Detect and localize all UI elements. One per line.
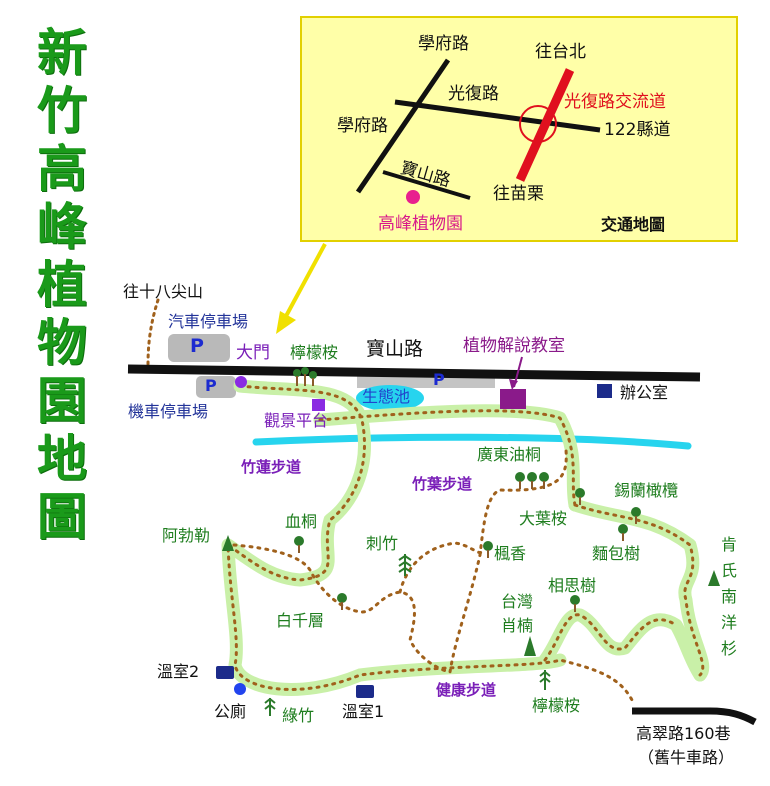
- viewing-platform-marker: [312, 399, 325, 411]
- title-char: 植: [37, 256, 87, 314]
- title-char: 高: [37, 140, 87, 198]
- inset-pointer-arrow: [276, 243, 327, 334]
- label-cajeput: 白千層: [276, 611, 325, 630]
- label-viewing-platform: 觀景平台: [264, 411, 329, 430]
- label-office: 辦公室: [620, 383, 669, 402]
- label-main-gate: 大門: [236, 343, 270, 363]
- title-char: 地: [37, 430, 87, 488]
- title-char: 圖: [37, 488, 87, 546]
- path-to-18-peaks: [146, 298, 160, 367]
- car-parking-symbol: P: [190, 335, 204, 357]
- stream: [252, 433, 692, 450]
- label-to-18-peaks: 往十八尖山: [123, 282, 204, 301]
- restroom-marker: [234, 683, 246, 695]
- trails: [221, 379, 710, 702]
- garden-location-marker: [406, 190, 420, 204]
- inset-label-to-taipei: 往台北: [535, 42, 586, 62]
- inset-label-xuefu-left: 學府路: [337, 116, 388, 136]
- greenhouse1-marker: [356, 685, 374, 698]
- label-lotus-trail: 竹蓮步道: [241, 458, 302, 476]
- label-scooter-parking: 機車停車場: [128, 402, 209, 421]
- label-greenhouse-2: 溫室2: [157, 662, 200, 681]
- inset-roads: [355, 58, 601, 204]
- title-char: 峰: [37, 198, 87, 256]
- inset-label-to-miaoli: 往苗栗: [493, 184, 544, 204]
- label-olive: 錫蘭橄欖: [614, 481, 679, 500]
- label-old-ox-cart-road: （舊牛車路）: [638, 748, 735, 767]
- baoshan-main-road: [127, 364, 701, 382]
- inset-label-interchange: 光復路交流道: [564, 92, 666, 112]
- label-lemon-eucalyptus-top: 檸檬桉: [290, 343, 339, 362]
- inset-label-xuefu-top: 學府路: [418, 34, 469, 54]
- title-char: 新: [37, 24, 87, 82]
- acacia-trail: [543, 613, 678, 662]
- label-acacia: 相思樹: [548, 576, 597, 595]
- label-green-bamboo: 綠竹: [282, 706, 315, 725]
- inset-label-garden: 高峰植物園: [378, 214, 463, 234]
- label-baoshan-road: 寶山路: [366, 338, 424, 360]
- office-marker: [597, 384, 612, 398]
- label-lemon-eucalyptus-bottom: 檸檬桉: [532, 696, 581, 715]
- label-blood-tung: 血桐: [285, 512, 318, 531]
- upper-trail: [318, 409, 577, 507]
- interpretation-room-marker: [500, 389, 526, 409]
- title-char: 物: [37, 314, 87, 372]
- label-tung-tree: 廣東油桐: [477, 445, 542, 464]
- inset-label-122-road: 122縣道: [604, 120, 671, 140]
- label-thorn-bamboo: 刺竹: [366, 534, 399, 553]
- gaocui-lane-road: [632, 707, 757, 726]
- car-parking-area: [168, 334, 230, 362]
- label-breadfruit: 麵包樹: [592, 544, 641, 563]
- title-char: 竹: [37, 82, 87, 140]
- label-pond: 生態池: [362, 387, 411, 406]
- scooter-parking-symbol: P: [205, 376, 217, 395]
- greenhouse2-marker: [216, 666, 234, 679]
- label-greenhouse-1: 溫室1: [342, 702, 385, 721]
- inset-caption: 交通地圖: [601, 215, 666, 234]
- label-restroom: 公廁: [214, 702, 247, 721]
- sweetgum-link-trail: [398, 541, 484, 594]
- east-loop-trail: [573, 503, 705, 677]
- label-sweetgum: 楓香: [494, 544, 527, 563]
- label-big-leaf-eucalyptus: 大葉桉: [519, 509, 568, 528]
- label-bamboo-leaf-trail: 竹葉步道: [412, 475, 473, 493]
- scooter-parking-area: [196, 376, 236, 398]
- traffic-inset: [300, 16, 738, 242]
- bamboo-leaf-trail: [232, 448, 568, 674]
- interchange-line: [515, 68, 575, 182]
- label-araucaria: 肯氏南洋杉: [720, 535, 737, 658]
- pond-parking-symbol: P: [433, 370, 445, 389]
- title-char: 園: [37, 372, 87, 430]
- label-interpretation-room: 植物解說教室: [463, 336, 565, 356]
- baoshan-road-line: [382, 170, 471, 200]
- label-taiwan-incense-cedar: 台灣肖楠: [500, 592, 533, 635]
- main-gate-marker: [235, 376, 247, 388]
- guangfu-road-line: [394, 99, 601, 133]
- label-car-parking: 汽車停車場: [168, 312, 249, 331]
- tree-icons: [222, 367, 720, 716]
- lotus-health-trail: [226, 384, 634, 702]
- ecological-pond: [356, 385, 424, 411]
- label-gaocui-lane: 高翠路160巷: [636, 724, 731, 743]
- inset-label-guangfu: 光復路: [448, 84, 499, 104]
- xuefu-road-line: [355, 58, 451, 194]
- label-health-trail: 健康步道: [436, 681, 497, 699]
- label-golden-shower: 阿勃勒: [162, 526, 211, 545]
